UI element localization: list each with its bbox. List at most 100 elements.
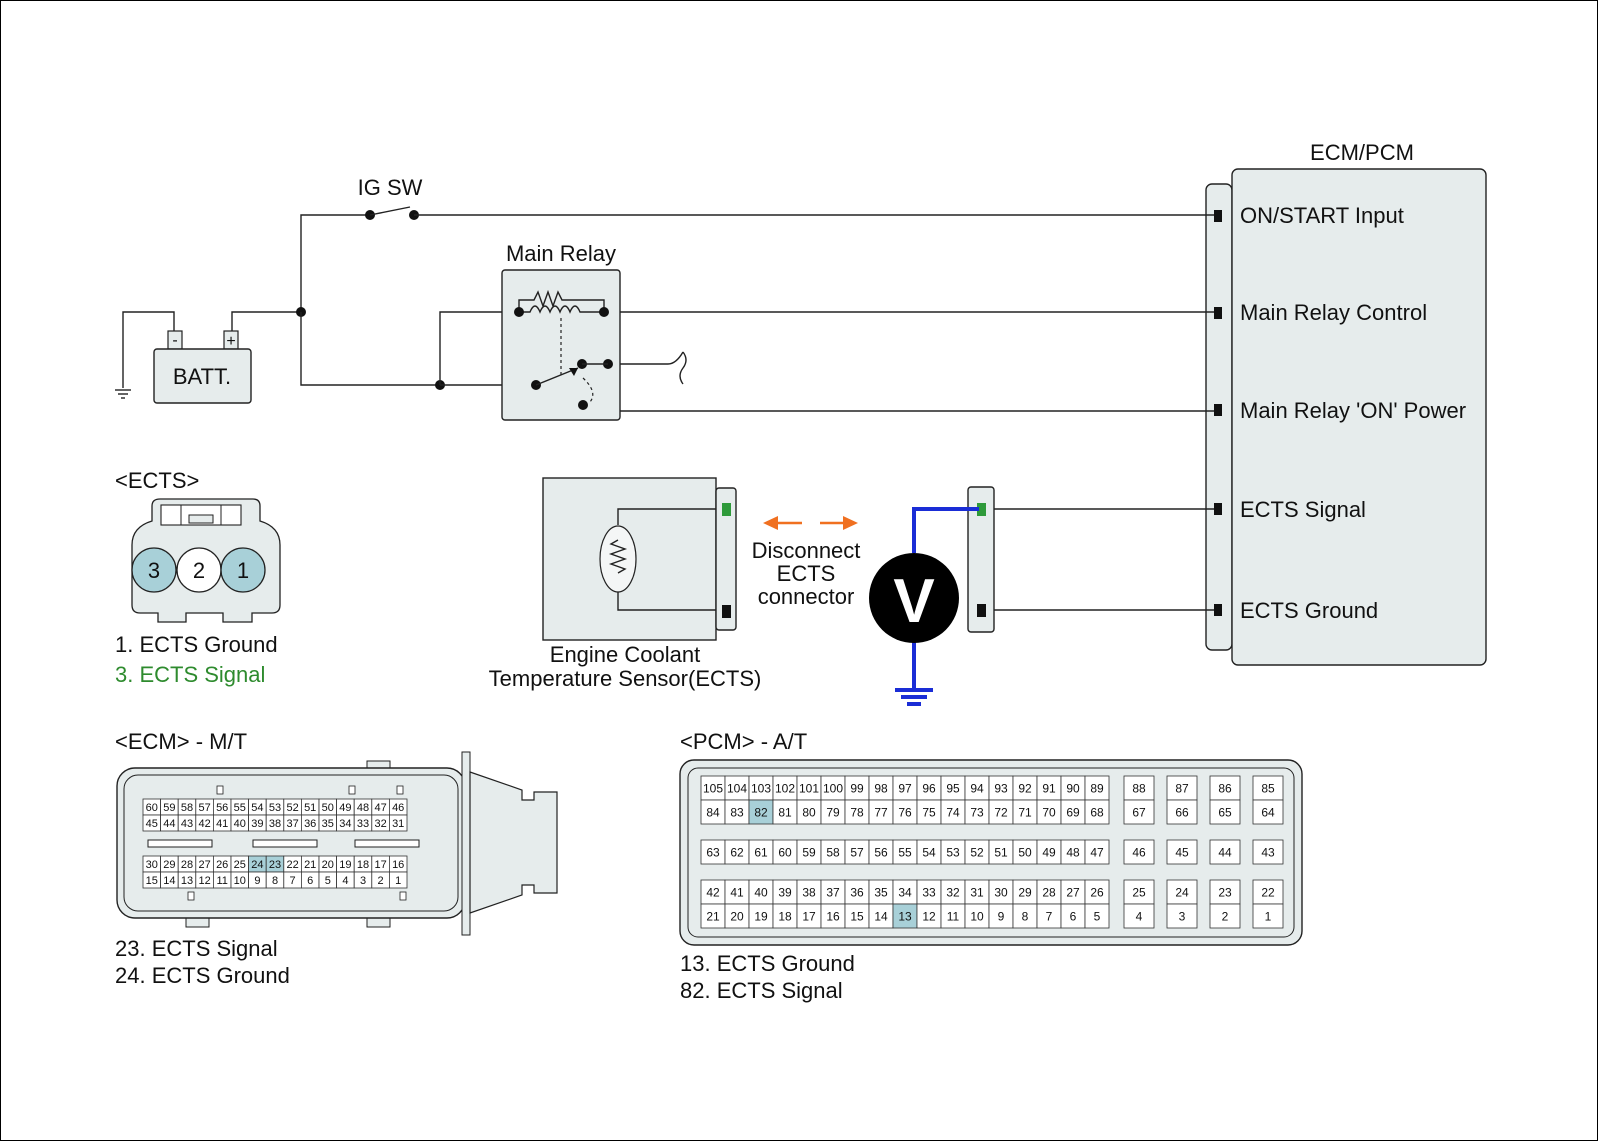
ecm-pin-number: 4 (342, 875, 348, 887)
pcm-pin-5 (1084, 903, 1110, 929)
pcm-pin-number: 81 (778, 805, 792, 819)
voltmeter: V (869, 507, 979, 706)
pcm-pin-number: 83 (730, 805, 744, 819)
ecm-pin-terminal (1214, 604, 1222, 616)
pcm-pin-26 (1084, 879, 1110, 905)
pcm-pin-103 (748, 775, 774, 801)
ecm-pin-number: 27 (198, 859, 210, 871)
pcm-pin-number: 14 (874, 909, 888, 923)
ecm-pin-number: 24 (251, 859, 263, 871)
pcm-pin-number: 43 (1261, 846, 1275, 860)
pcm-pin-number: 59 (802, 845, 816, 859)
pcm-pin-23 (1209, 879, 1241, 905)
pcm-pin-number: 84 (706, 805, 720, 819)
pcm-pin-number: 97 (898, 781, 912, 795)
pcm-pin-number: 87 (1175, 782, 1189, 796)
pcm-pin-number: 92 (1018, 781, 1032, 795)
battery-plus-sign: + (226, 333, 235, 350)
ecm-pcm-module: ECM/PCM ON/START Input Main Relay Contro… (1205, 140, 1487, 666)
pcm-pin-number: 67 (1132, 806, 1146, 820)
ects-internal-wire (617, 592, 716, 611)
ecm-pin-number: 43 (181, 818, 193, 830)
ecm-pin-number: 52 (286, 802, 298, 814)
ecm-pin-number: 44 (163, 818, 175, 830)
pcm-pin-number: 47 (1090, 845, 1104, 859)
ecm-pin-number: 17 (374, 859, 386, 871)
pcm-pin-number: 38 (802, 885, 816, 899)
pcm-pin-number: 52 (970, 845, 984, 859)
arrow-left-head (763, 516, 778, 530)
batt-to-relay-wire (300, 312, 440, 386)
relay-switch-travel (582, 377, 594, 403)
ecm-pin-number: 56 (216, 802, 228, 814)
pcm-pin-18 (772, 903, 798, 929)
pcm-pin-number: 15 (850, 909, 864, 923)
pcm-pin-16 (820, 903, 846, 929)
pcm-pin-number: 48 (1066, 845, 1080, 859)
ecm-pin-terminal (1214, 210, 1222, 222)
pcm-pin-2 (1209, 903, 1241, 929)
harness-connector-body (967, 486, 995, 633)
pcm-pin-31 (964, 879, 990, 905)
pcm-pin-number: 28 (1042, 885, 1056, 899)
pcm-pin-number: 78 (850, 805, 864, 819)
ecm-pin-number: 23 (269, 859, 281, 871)
ecm-housing-inner (123, 774, 459, 912)
ecm-pin-number: 25 (234, 859, 246, 871)
pcm-pin-number: 103 (751, 781, 771, 795)
pcm-pin-20 (724, 903, 750, 929)
ecm-pin-number: 32 (374, 818, 386, 830)
pcm-pin-number: 79 (826, 805, 840, 819)
pcm-pin-number: 41 (730, 885, 744, 899)
ecm-title: ECM/PCM (1310, 140, 1414, 165)
pcm-pin-number: 22 (1261, 886, 1275, 900)
harness-ground-pin (977, 604, 986, 617)
thermistor-icon (599, 525, 637, 593)
pcm-pin-number: 7 (1046, 909, 1053, 923)
pcm-pin-number: 102 (775, 781, 795, 795)
pcm-pin-number: 85 (1261, 782, 1275, 796)
ects-sensor: Engine Coolant Temperature Sensor(ECTS) (489, 477, 761, 691)
pcm-pin-29 (1012, 879, 1038, 905)
pcm-pin-70 (1036, 799, 1062, 825)
ecm-pin-number: 33 (357, 818, 369, 830)
main-relay-label: Main Relay (506, 241, 616, 266)
ects-name-line1: Engine Coolant (550, 642, 700, 667)
pcm-pin-number: 31 (970, 885, 984, 899)
ecm-key-bar (147, 839, 213, 848)
relay-coil-terminal (514, 307, 524, 317)
pcm-pin-number: 9 (998, 909, 1005, 923)
ecm-pin-number: 29 (163, 859, 175, 871)
ecm-pin-number: 6 (307, 875, 313, 887)
ecm-pin-number: 54 (251, 802, 263, 814)
pcm-pin-36 (844, 879, 870, 905)
pcm-pin-number: 18 (778, 909, 792, 923)
ects-pin-3 (131, 547, 177, 593)
pcm-pin-96 (916, 775, 942, 801)
ecm-pin-number: 2 (378, 875, 384, 887)
pcm-pin-8 (1012, 903, 1038, 929)
pcm-pin-45 (1166, 839, 1198, 865)
pcm-pin-number: 104 (727, 781, 747, 795)
ecm-pin-number: 8 (272, 875, 278, 887)
pcm-pin-87 (1166, 775, 1198, 801)
ecm-pin-number: 22 (286, 859, 298, 871)
harness-connector (967, 486, 995, 633)
ecm-pin-terminal (1214, 404, 1222, 416)
pcm-pin-number: 93 (994, 781, 1008, 795)
pcm-pin-68 (1084, 799, 1110, 825)
ecm-pin-number: 11 (216, 875, 227, 887)
pcm-pin-49 (1036, 839, 1062, 865)
pcm-pin-number: 35 (874, 885, 888, 899)
ecm-pin-number: 57 (198, 802, 210, 814)
ecm-pin-number: 26 (216, 859, 228, 871)
pcm-pin-number: 29 (1018, 885, 1032, 899)
pcm-pin-number: 101 (799, 781, 819, 795)
ecm-pin-number: 42 (198, 818, 210, 830)
batt-plus-wire (231, 311, 301, 334)
